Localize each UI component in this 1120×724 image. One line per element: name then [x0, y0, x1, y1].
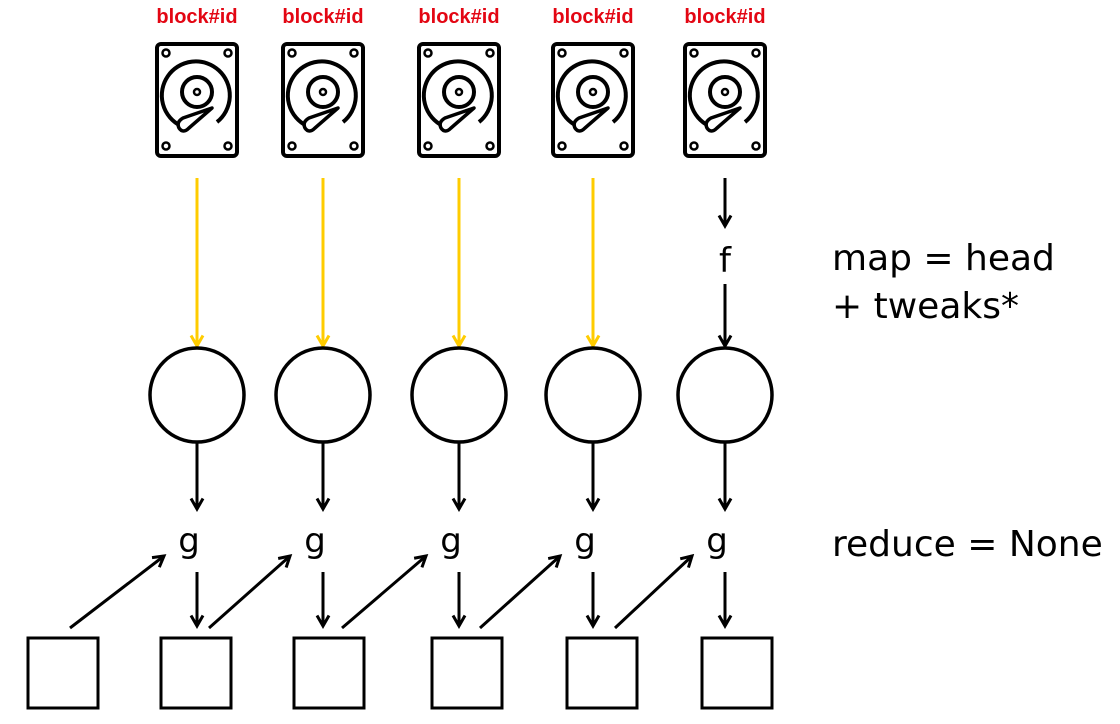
- output-square: [159, 636, 233, 710]
- g-label: g: [706, 521, 728, 561]
- map-annotation-line1: map = head: [832, 238, 1055, 279]
- output-square: [292, 636, 366, 710]
- map-annotation-line2: + tweaks*: [832, 286, 1019, 327]
- g-label: g: [574, 521, 596, 561]
- arrow-prev-output-to-g: [69, 554, 167, 630]
- hard-drive-icon: [551, 42, 635, 158]
- output-square: [430, 636, 504, 710]
- map-node-circle: [544, 346, 642, 444]
- hard-drive-icon: [417, 42, 501, 158]
- hard-drive-icon: [683, 42, 767, 158]
- map-node-circle: [410, 346, 508, 444]
- g-label: g: [178, 521, 200, 561]
- hard-drive-icon: [155, 42, 239, 158]
- arrow-prev-output-to-g: [613, 553, 695, 630]
- arrow-prev-output-to-g: [208, 553, 293, 630]
- output-square: [700, 636, 774, 710]
- arrow-prev-output-to-g: [341, 554, 429, 630]
- map-node-circle: [148, 346, 246, 444]
- reduce-annotation: reduce = None: [832, 524, 1103, 565]
- block-id-label: block#id: [552, 6, 633, 28]
- block-id-label: block#id: [282, 6, 363, 28]
- f-label: f: [719, 241, 732, 281]
- map-node-circle: [274, 346, 372, 444]
- block-id-label: block#id: [418, 6, 499, 28]
- output-square: [26, 636, 100, 710]
- block-id-label: block#id: [156, 6, 237, 28]
- arrow-prev-output-to-g: [478, 553, 563, 630]
- map-node-circle: [676, 346, 774, 444]
- g-label: g: [304, 521, 326, 561]
- hard-drive-icon: [281, 42, 365, 158]
- output-square: [565, 636, 639, 710]
- block-id-label: block#id: [684, 6, 765, 28]
- g-label: g: [440, 521, 462, 561]
